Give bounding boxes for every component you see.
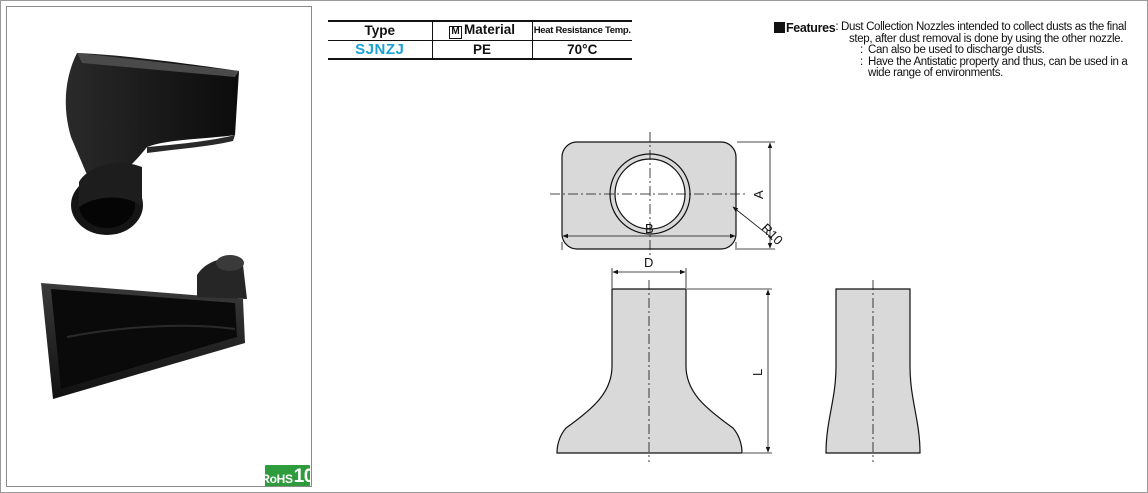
dim-l-label: L <box>750 369 765 376</box>
feature-bullet: : <box>860 44 866 56</box>
features-label: Features <box>774 21 836 45</box>
front-view-body <box>556 288 743 454</box>
rohs-badge: RoHS 10 <box>261 465 312 487</box>
material-m-badge: M <box>448 26 462 40</box>
features-label-text: Features <box>786 21 836 35</box>
product-photo <box>41 53 247 399</box>
cell-heat: 70°C <box>531 40 632 60</box>
product-photo-panel: RoHS 10 <box>6 6 312 487</box>
feature-item-2: Can also be used to discharge dusts. <box>868 44 1045 56</box>
dim-r-label: R10 <box>758 220 785 247</box>
feature-item-2-row: : Can also be used to discharge dusts. <box>860 44 1146 57</box>
feature-bullet: : <box>860 55 866 68</box>
side-view <box>825 280 921 462</box>
front-view: D L <box>556 255 772 462</box>
features-first-row: Features: Dust Collection Nozzles intend… <box>774 21 1146 45</box>
square-bullet-icon <box>774 22 785 33</box>
rohs-label: RoHS <box>261 472 293 486</box>
features-block: Features: Dust Collection Nozzles intend… <box>774 21 1146 80</box>
top-view: A B R10 <box>550 132 786 258</box>
feature-item-3: Have the Antistatic property and thus, c… <box>868 55 1128 79</box>
nozzle-photo-bottom <box>41 255 247 399</box>
dim-a-label: A <box>751 190 766 199</box>
features-colon: : <box>835 21 842 33</box>
nozzle-photo-top <box>65 53 239 235</box>
header-material-label: Material <box>463 22 516 38</box>
features-more: : Can also be used to discharge dusts. :… <box>774 44 1146 80</box>
header-type: Type <box>328 20 432 41</box>
header-heat-resistance: Heat Resistance Temp. <box>531 20 632 41</box>
cell-type: SJNZJ <box>328 40 432 60</box>
dim-d-label: D <box>644 255 653 270</box>
cell-material: PE <box>431 40 532 60</box>
dim-r-line <box>732 206 773 239</box>
feature-item-1: Dust Collection Nozzles intended to coll… <box>841 21 1127 45</box>
feature-item-3-row: : Have the Antistatic property and thus,… <box>860 55 1146 80</box>
dim-b-label: B <box>645 221 654 236</box>
spec-table-row: SJNZJ PE 70°C <box>328 40 632 60</box>
rohs-number: 10 <box>293 466 312 487</box>
